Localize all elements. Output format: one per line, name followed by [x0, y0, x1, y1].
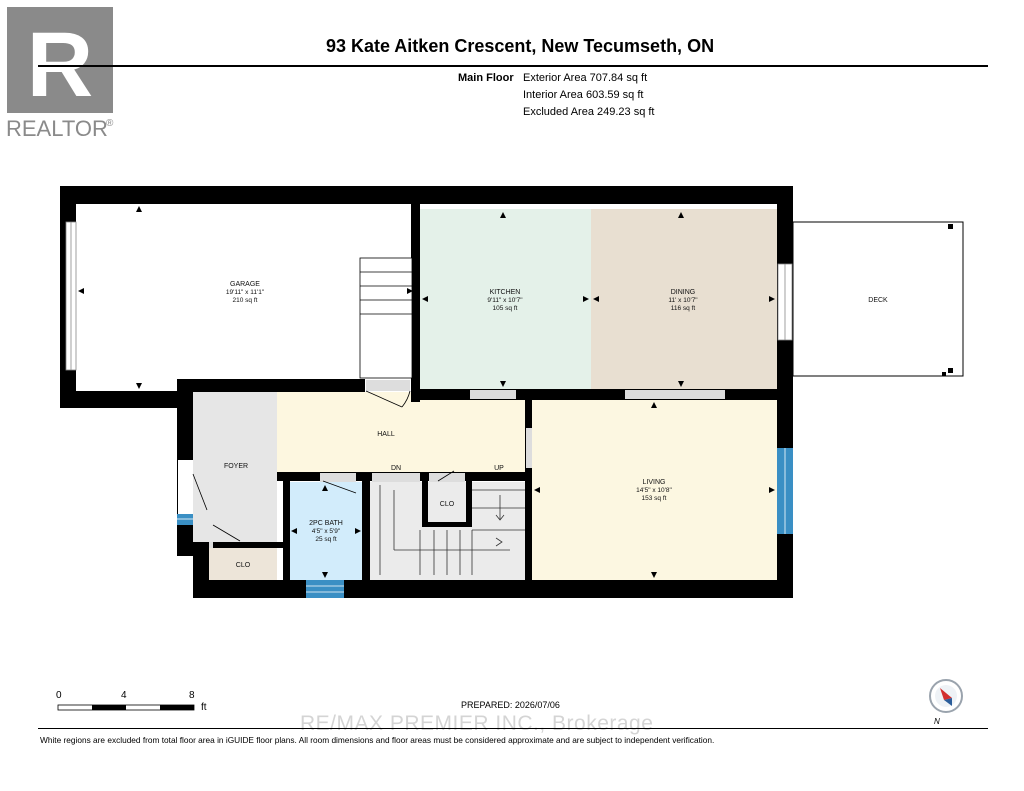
deck-post [942, 372, 946, 376]
living-area-text: 153 sq ft [642, 495, 667, 502]
garage-area [76, 203, 416, 391]
bath-area [289, 482, 363, 580]
garage-dimensions: 19'11" x 11'1" [226, 289, 265, 296]
foyer-label: FOYER [224, 463, 248, 470]
deck-outline [792, 221, 964, 377]
logo-wordmark: REALTOR [6, 116, 108, 138]
dimension-arrows [78, 206, 775, 578]
foyer-closet-label: CLO [236, 562, 251, 569]
door-swings [192, 390, 455, 542]
living-area [531, 399, 777, 580]
living-label: LIVING [643, 479, 666, 486]
wall-openings [65, 221, 793, 548]
brokerage-watermark: RE/MAX PREMIER INC., Brokerage [300, 712, 654, 735]
dining-dimensions: 11' x 10'7" [668, 297, 698, 304]
dining-label: DINING [671, 289, 696, 296]
compass-icon: N [926, 678, 966, 726]
garage-area-text: 210 sq ft [233, 297, 258, 304]
kitchen-area-text: 105 sq ft [493, 305, 518, 312]
hall-area [277, 392, 527, 474]
scale-unit: ft [201, 702, 207, 713]
excluded-area: Excluded Area 249.23 sq ft [523, 106, 655, 118]
kitchen-label: KITCHEN [490, 289, 521, 296]
bath-label: 2PC BATH [309, 520, 343, 527]
bath-dimensions: 4'5" x 5'9" [312, 528, 341, 535]
foyer-closet-area [209, 547, 277, 580]
garage-stairs [359, 257, 413, 379]
prepared-date: PREPARED: 2026/07/06 [461, 700, 560, 710]
logo-registered-mark: ® [106, 118, 114, 129]
hall-label: HALL [377, 431, 395, 438]
floor-name: Main Floor [458, 72, 514, 84]
scale-label-0: 0 [56, 690, 62, 701]
kitchen-dimensions: 9'11" x 10'7" [487, 297, 523, 304]
hall-closet-label: CLO [440, 501, 455, 508]
interior-area: Interior Area 603.59 sq ft [523, 89, 644, 101]
scale-bar [57, 704, 195, 711]
page-title: 93 Kate Aitken Crescent, New Tecumseth, … [325, 36, 715, 56]
footer-divider [38, 728, 988, 729]
title-divider [38, 65, 988, 67]
deck-label: DECK [868, 297, 888, 304]
stairs-up-label: UP [494, 465, 504, 472]
stair-area [369, 482, 526, 580]
garage-label: GARAGE [230, 281, 260, 288]
compass-north-label: N [934, 717, 940, 726]
deck-post [948, 224, 953, 229]
deck-post [948, 368, 953, 373]
disclaimer-text: White regions are excluded from total fl… [40, 735, 715, 745]
kitchen-area [419, 209, 591, 389]
stairs-down-label: DN [391, 465, 401, 472]
exterior-area: Exterior Area 707.84 sq ft [523, 72, 648, 84]
foyer-area [193, 392, 277, 542]
main-stairs [379, 485, 525, 575]
scale-label-8: 8 [189, 690, 195, 701]
bath-area-text: 25 sq ft [315, 536, 337, 543]
dining-area-text: 116 sq ft [671, 305, 696, 312]
scale-label-4: 4 [121, 690, 127, 701]
window-mullions [177, 448, 786, 593]
dining-area [591, 209, 777, 389]
living-dimensions: 14'5" x 10'8" [636, 487, 672, 494]
